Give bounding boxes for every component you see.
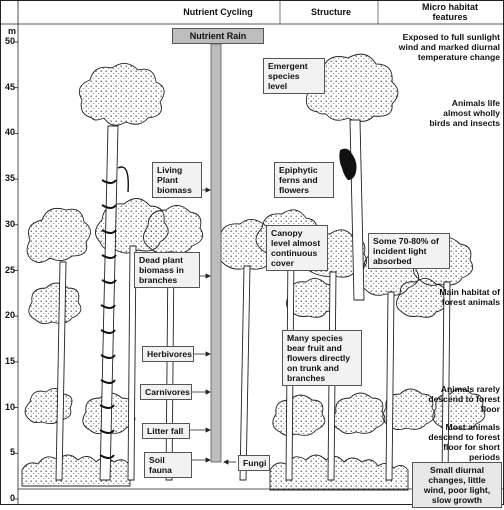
small-diurnal-note: Small diurnal changes, little wind, poor… [412,462,502,508]
nutrient-rain-label: Nutrient Rain [172,28,264,44]
liana [99,166,129,459]
crown-canopy-1 [26,207,91,263]
axis-tick-label: 30 [4,218,15,229]
trunk-g [385,291,395,481]
axis-tick-label: 35 [4,173,15,184]
crown-lower-1 [28,282,82,325]
light-absorbed-label: Some 70-80% of incident light absorbed [368,233,450,269]
axis-tick-label: 45 [4,81,15,92]
nutrient-rain-shaft [210,43,222,463]
dead-plant-biomass-label: Dead plant biomass in branches [134,252,200,288]
axis-tick-label: 40 [4,127,15,138]
epiphyte-clump [339,148,357,180]
sunlight-note: Exposed to full sunlight wind and marked… [398,32,500,62]
trunk-b [127,245,137,481]
axis-tick-label: 5 [9,447,15,458]
trunk-d [239,265,251,481]
axis-tick-label: 0 [9,493,15,503]
trunk-a [55,261,67,481]
axis-tick-label: 25 [4,264,15,275]
axis-tick-label: 20 [4,310,15,321]
axis-ticks [14,41,18,500]
living-plant-biomass-label: Living Plant biomass [152,162,202,198]
axis-tick-label: 10 [4,401,15,412]
crown-lower-4 [24,388,73,425]
herbivores-label: Herbivores [142,346,194,362]
epiphytic-label: Epiphytic ferns and flowers [274,162,334,198]
header-structure: Structure [310,7,351,17]
undergrowth [21,454,131,487]
axis-unit: m [7,26,16,36]
emergent-level-label: Emergent species level [263,58,325,94]
rarely-descend-note: Animals rarely descend to forest floor [428,384,500,414]
crown-lower-6 [272,394,326,437]
axis-tick-label: 50 [4,36,15,46]
canopy-level-label: Canopy level almost continuous cover [266,225,328,271]
crown-lower-8 [382,388,436,431]
crown-lower-7 [332,392,386,435]
litter-fall-label: Litter fall [142,423,190,439]
animals-life-note: Animals life almost wholly birds and ins… [429,98,500,128]
header-micro-habitat: Micro habitat features [421,2,478,22]
trunk-emergent-left [99,125,119,481]
many-species-label: Many species bear fruit and flowers dire… [282,330,362,386]
fungi-label: Fungi [238,455,270,471]
axis-tick-label: 15 [4,355,15,366]
tree-crowns [21,53,486,491]
header-nutrient-cycling: Nutrient Cycling [183,7,253,17]
soil-fauna-label: Soil fauna [144,452,192,478]
most-animals-note: Most animals descend to forest floor for… [428,422,500,462]
tree-trunks [55,119,451,481]
main-habitat-note: Main habitat of forest animals [439,287,500,307]
carnivores-label: Carnivores [140,384,192,400]
crown-emergent-left [78,63,165,126]
